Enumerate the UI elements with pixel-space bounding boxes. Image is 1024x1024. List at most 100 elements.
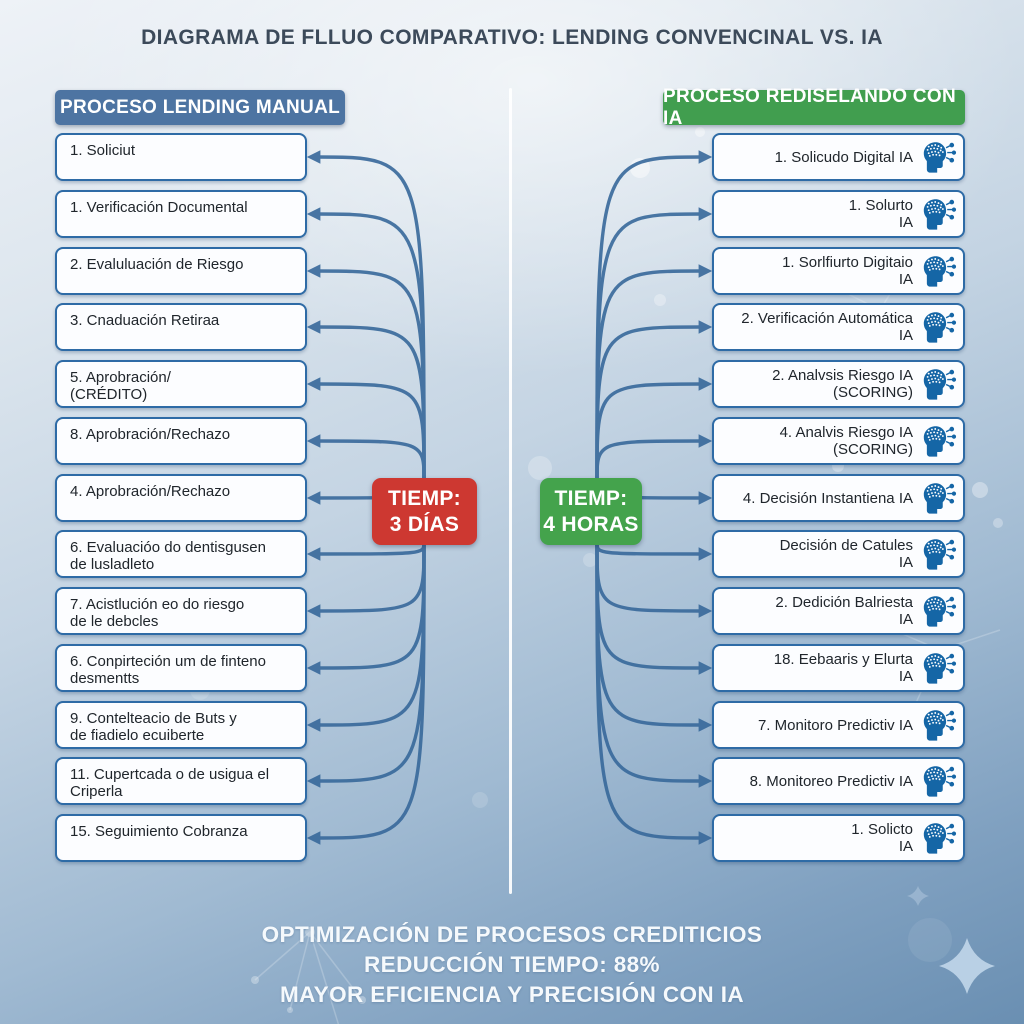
time-badge-manual-line1: TIEMP:: [388, 486, 461, 510]
brain-ai-icon: [920, 538, 957, 571]
process-step-box-right: 2. Verificación Automática IA: [712, 303, 965, 351]
time-badge-ia-line2: 4 HORAS: [543, 512, 639, 536]
flow-arrow: [595, 320, 713, 482]
process-step-box-left: 7. Acistlución eo do riesgo de le debcle…: [55, 587, 307, 635]
process-step-box-right: 4. Decisión Instantiena IA: [712, 474, 965, 522]
process-step-box-left: 15. Seguimiento Cobranza: [55, 814, 307, 862]
process-step-label: 7. Monitoro Predictiv IA: [757, 716, 913, 734]
flow-arrow: [306, 320, 426, 482]
process-step-label: 11. Cupertcada o de usigua el Criperla: [70, 766, 270, 800]
process-step-label: 18. Eebaaris y Elurta IA: [773, 651, 913, 685]
brain-ai-icon: [920, 311, 957, 344]
process-step-label: 1. Sorlfiurto Digitaio IA: [782, 254, 913, 288]
flow-arrow: [306, 207, 426, 482]
left-panel-header-label: PROCESO LENDING MANUAL: [60, 96, 340, 118]
process-step-box-right: 4. Analvis Riesgo IA (SCORING): [712, 417, 965, 465]
process-step-label: 8. Aprobración/Rechazo: [70, 426, 231, 443]
process-step-box-right: 1. Solicto IA: [712, 814, 965, 862]
process-step-box-left: 3. Cnaduación Retiraa: [55, 303, 307, 351]
brain-ai-icon: [920, 765, 957, 798]
process-step-label: 1. Solurto IA: [848, 197, 913, 231]
flow-arrow: [306, 264, 426, 482]
process-step-label: 9. Contelteacio de Buts y de fiadielo ec…: [70, 710, 237, 744]
process-step-label: 15. Seguimiento Cobranza: [70, 823, 248, 840]
process-step-box-right: 18. Eebaaris y Elurta IA: [712, 644, 965, 692]
flow-arrow: [306, 542, 426, 675]
footer-line-1: OPTIMIZACIÓN DE PROCESOS CREDITICIOS: [261, 922, 763, 947]
process-step-box-right: Decisión de Catules IA: [712, 530, 965, 578]
time-badge-ia: TIEMP: 4 HORAS: [540, 478, 642, 545]
process-step-box-left: 11. Cupertcada o de usigua el Criperla: [55, 757, 307, 805]
process-step-label: Decisión de Catules IA: [779, 537, 913, 571]
flow-arrow: [595, 150, 713, 482]
process-step-label: 1. Solicto IA: [851, 821, 913, 855]
sparkle-star-small: [907, 886, 929, 906]
right-panel-header-label: PROCESO REDISELANDO CON IA: [663, 85, 956, 129]
process-step-label: 1. Soliciut: [70, 142, 136, 159]
time-badge-manual: TIEMP: 3 DÍAS: [372, 478, 477, 545]
process-step-label: 4. Decisión Instantiena IA: [742, 489, 913, 507]
flow-arrow: [306, 434, 426, 482]
process-step-box-right: 2. Dedición Balriesta IA: [712, 587, 965, 635]
process-step-box-right: 2. Analvsis Riesgo IA (SCORING): [712, 360, 965, 408]
process-step-label: 4. Aprobración/Rechazo: [70, 483, 231, 500]
flow-arrow: [595, 264, 713, 482]
process-step-box-left: 2. Evaluluación de Riesgo: [55, 247, 307, 295]
process-step-box-left: 9. Contelteacio de Buts y de fiadielo ec…: [55, 701, 307, 749]
right-panel-header: PROCESO REDISELANDO CON IA: [663, 86, 965, 129]
process-step-box-right: 1. Solurto IA: [712, 190, 965, 238]
brain-ai-icon: [920, 652, 957, 685]
diagram-title: DIAGRAMA DE FLLUO COMPARATIVO: LENDING C…: [141, 26, 883, 49]
process-step-label: 7. Acistlución eo do riesgo de le debcle…: [70, 596, 245, 630]
time-badge-ia-line1: TIEMP:: [554, 486, 628, 510]
flow-arrow: [306, 542, 426, 732]
brain-ai-icon: [920, 141, 957, 174]
flow-arrow: [595, 542, 713, 618]
process-step-box-left: 5. Aprobración/ (CRÉDITO): [55, 360, 307, 408]
process-step-label: 5. Aprobración/ (CRÉDITO): [70, 369, 171, 403]
process-step-label: 6. Conpirteción um de finteno desmentts: [70, 653, 266, 687]
footer-line-3: MAYOR EFICIENCIA Y PRECISIÓN CON IA: [279, 982, 745, 1007]
process-step-box-left: 4. Aprobración/Rechazo: [55, 474, 307, 522]
process-step-label: 6. Evaluacióo do dentisgusen de lusladle…: [70, 539, 266, 573]
flow-arrow: [595, 542, 713, 675]
process-step-box-right: 7. Monitoro Predictiv IA: [712, 701, 965, 749]
brain-ai-icon: [920, 255, 957, 288]
process-step-label: 2. Analvsis Riesgo IA (SCORING): [772, 367, 913, 401]
brain-ai-icon: [920, 482, 957, 515]
brain-ai-icon: [920, 198, 957, 231]
process-step-label: 1. Solicudo Digital IA: [774, 148, 913, 166]
footer-line-2: REDUCCIÓN TIEMPO: 88%: [364, 952, 660, 977]
process-step-label: 8. Monitoreo Predictiv IA: [749, 772, 913, 790]
process-step-box-left: 6. Conpirteción um de finteno desmentts: [55, 644, 307, 692]
flow-arrow: [595, 542, 713, 845]
flow-arrow: [306, 542, 426, 845]
process-step-box-right: 1. Sorlfiurto Digitaio IA: [712, 247, 965, 295]
flow-arrow: [306, 150, 426, 482]
brain-ai-icon: [920, 709, 957, 742]
process-step-label: 2. Evaluluación de Riesgo: [70, 256, 244, 273]
flow-arrow: [595, 434, 713, 482]
process-step-box-left: 8. Aprobración/Rechazo: [55, 417, 307, 465]
process-step-box-right: 1. Solicudo Digital IA: [712, 133, 965, 181]
left-panel-header: PROCESO LENDING MANUAL: [55, 90, 345, 125]
process-step-box-right: 8. Monitoreo Predictiv IA: [712, 757, 965, 805]
brain-ai-icon: [920, 425, 957, 458]
flow-arrow: [306, 542, 426, 788]
process-step-label: 2. Verificación Automática IA: [741, 310, 913, 344]
flow-arrow: [306, 542, 426, 618]
process-step-label: 1. Verificación Documental: [70, 199, 248, 216]
brain-ai-icon: [920, 822, 957, 855]
process-step-label: 2. Dedición Balriesta IA: [775, 594, 913, 628]
flow-arrow: [595, 542, 713, 788]
process-step-box-left: 6. Evaluacióo do dentisgusen de lusladle…: [55, 530, 307, 578]
time-badge-manual-line2: 3 DÍAS: [389, 512, 460, 536]
brain-ai-icon: [920, 595, 957, 628]
process-step-label: 4. Analvis Riesgo IA (SCORING): [779, 424, 913, 458]
flow-arrow: [595, 542, 713, 732]
flow-arrow: [595, 207, 713, 482]
process-step-box-left: 1. Soliciut: [55, 133, 307, 181]
process-step-label: 3. Cnaduación Retiraa: [70, 312, 220, 329]
flow-arrow: [306, 377, 426, 482]
